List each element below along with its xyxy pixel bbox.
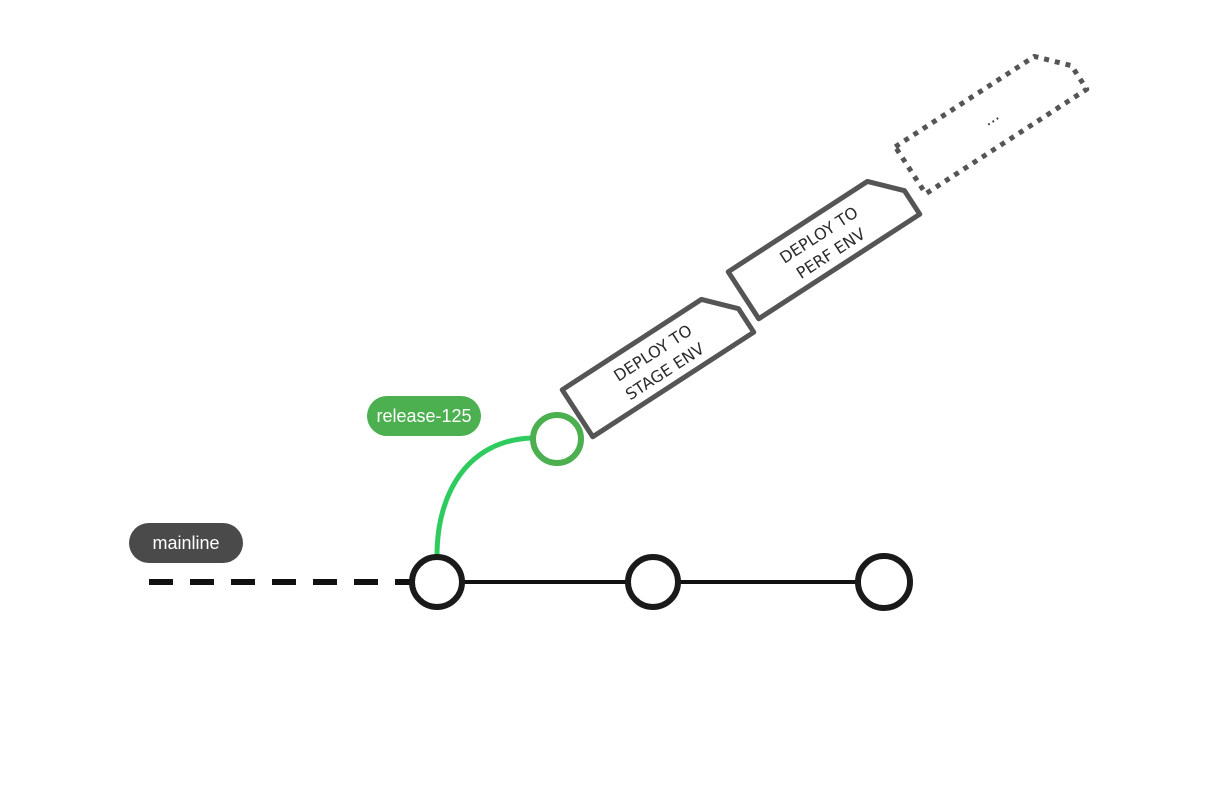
deploy-perf-tag[interactable]: DEPLOY TO PERF ENV bbox=[725, 167, 923, 322]
release-commit[interactable] bbox=[530, 412, 584, 466]
mainline-commit-2[interactable] bbox=[625, 554, 681, 610]
deploy-stage-tag[interactable]: DEPLOY TO STAGE ENV bbox=[559, 285, 757, 440]
mainline-branch-label: mainline bbox=[129, 523, 243, 563]
release-branch-curve bbox=[434, 435, 533, 557]
future-step-tag: ... bbox=[892, 53, 1090, 197]
mainline-commit-1[interactable] bbox=[409, 554, 465, 610]
release-branch-label: release-125 bbox=[367, 396, 481, 436]
mainline-commit-3[interactable] bbox=[855, 553, 913, 611]
